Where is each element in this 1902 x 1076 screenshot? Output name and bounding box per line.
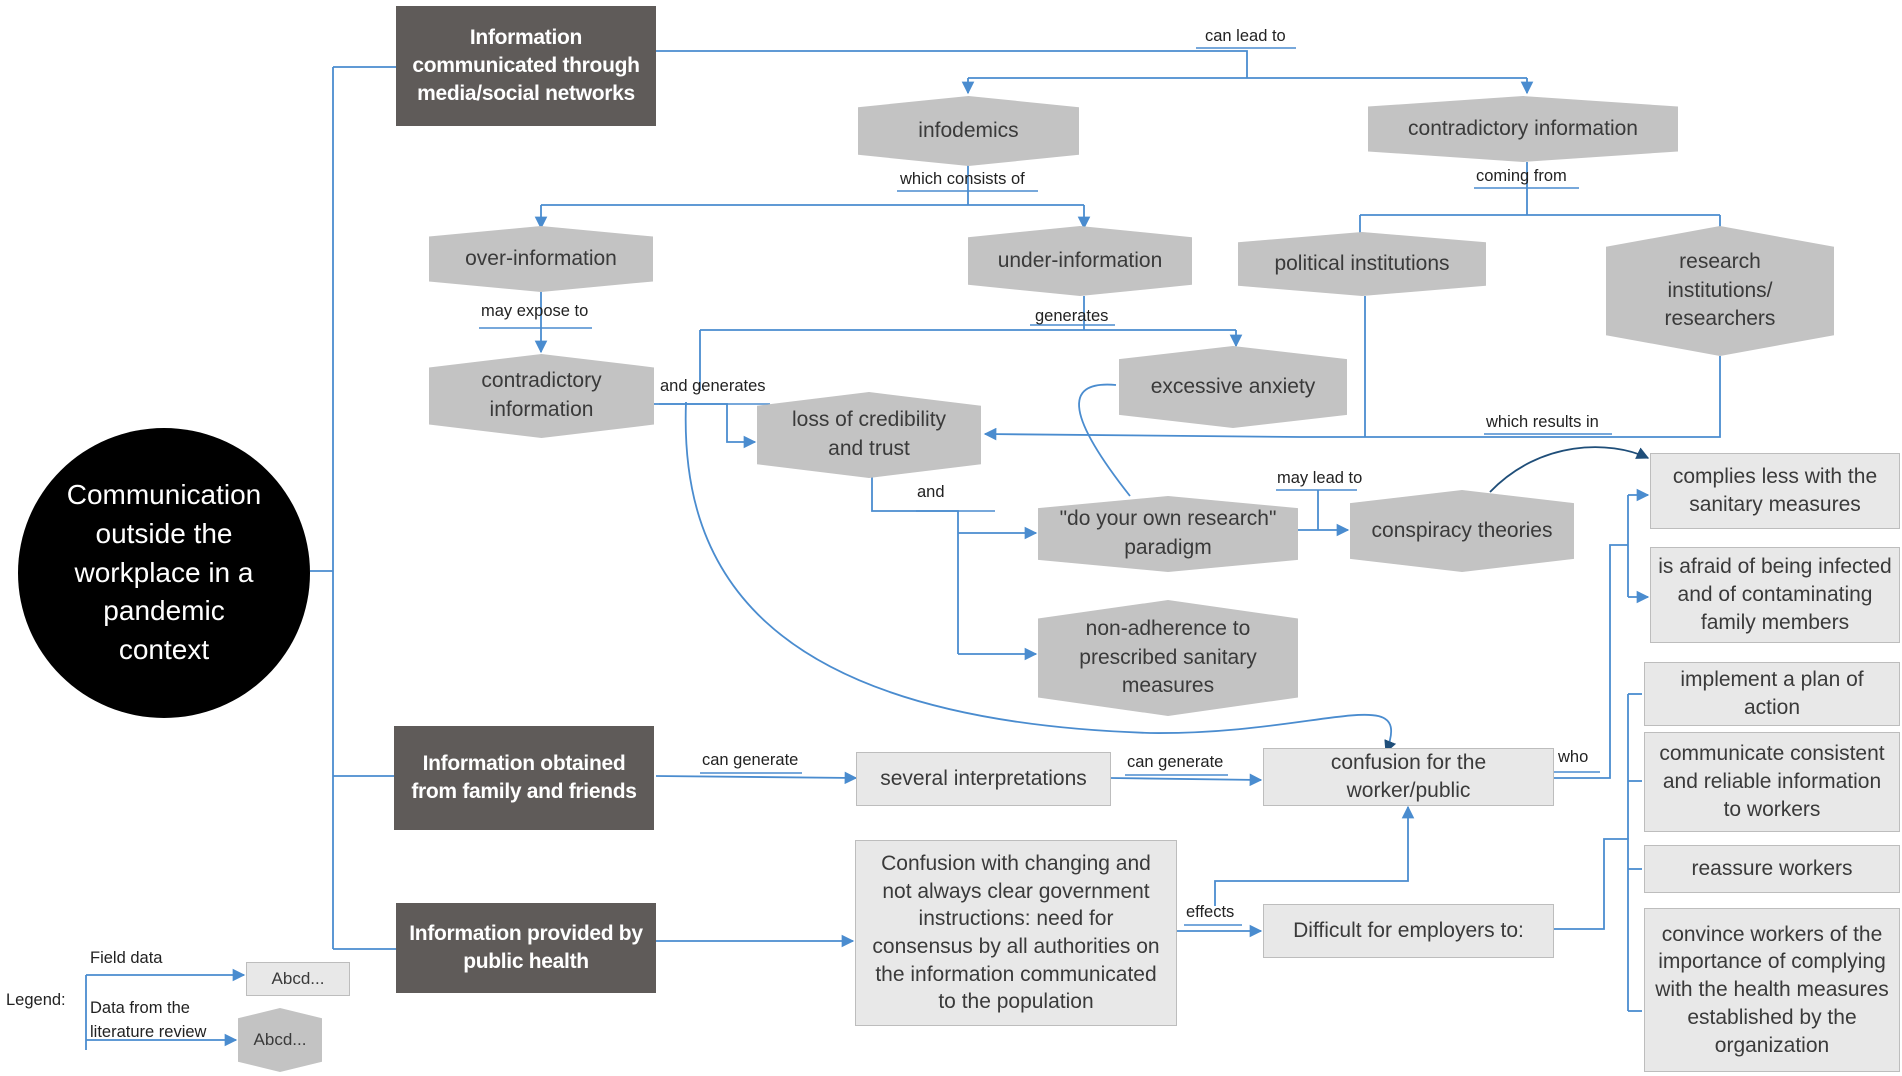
node-research-institutions: research institutions/ researchers xyxy=(1606,226,1834,356)
source-media: Information communicated through media/s… xyxy=(396,6,656,126)
node-implement-plan: implement a plan of action xyxy=(1644,662,1900,726)
source-family: Information obtained from family and fri… xyxy=(394,726,654,830)
label-which-results-in: which results in xyxy=(1486,413,1599,431)
node-infodemics: infodemics xyxy=(858,96,1079,166)
legend-field-data-label: Field data xyxy=(90,949,163,967)
legend-literature-sample: Abcd... xyxy=(238,1008,322,1072)
node-difficult-for-employers: Difficult for employers to: xyxy=(1263,904,1554,958)
node-complies-less: complies less with the sanitary measures xyxy=(1650,453,1900,529)
media-connector xyxy=(656,50,1248,78)
label-can-generate-family: can generate xyxy=(702,751,799,769)
label-and-generates: and generates xyxy=(660,377,766,395)
node-contradictory-information-mid: contradictory information xyxy=(429,354,654,438)
node-under-information: under-information xyxy=(968,226,1192,296)
label-coming-from: coming from xyxy=(1476,167,1567,185)
source-public-health: Information provided by public health xyxy=(396,903,656,993)
node-over-information: over-information xyxy=(429,226,653,292)
node-government-confusion: Confusion with changing and not always c… xyxy=(855,840,1177,1026)
legend-field-data-sample: Abcd... xyxy=(246,962,350,996)
label-and: and xyxy=(917,483,945,501)
node-political-institutions: political institutions xyxy=(1238,232,1486,296)
label-can-generate-interpretations: can generate xyxy=(1127,753,1224,771)
node-contradictory-information-top: contradictory information xyxy=(1368,96,1678,162)
label-who: who xyxy=(1558,748,1589,766)
node-do-your-own-research: "do your own research" paradigm xyxy=(1038,496,1298,572)
label-may-lead-to: may lead to xyxy=(1277,469,1363,487)
trunk-connector xyxy=(310,66,396,950)
label-generates: generates xyxy=(1035,307,1109,325)
node-loss-of-credibility: loss of credibility and trust xyxy=(757,392,981,478)
node-communicate-consistent: communicate consistent and reliable info… xyxy=(1644,732,1900,832)
label-may-expose-to: may expose to xyxy=(481,302,589,320)
label-effects: effects xyxy=(1186,903,1235,921)
node-reassure-workers: reassure workers xyxy=(1644,845,1900,893)
node-non-adherence: non-adherence to prescribed sanitary mea… xyxy=(1038,600,1298,716)
legend-literature-label: Data from the literature review xyxy=(90,999,207,1041)
label-which-consists-of: which consists of xyxy=(900,170,1025,188)
node-convince-workers: convince workers of the importance of co… xyxy=(1644,908,1900,1072)
node-conspiracy-theories: conspiracy theories xyxy=(1350,490,1574,572)
node-confusion-worker-public: confusion for the worker/public xyxy=(1263,748,1554,806)
legend-title: Legend: xyxy=(6,991,66,1009)
node-several-interpretations: several interpretations xyxy=(856,752,1111,806)
node-afraid-of-infection: is afraid of being infected and of conta… xyxy=(1650,547,1900,643)
node-excessive-anxiety: excessive anxiety xyxy=(1119,346,1347,428)
label-can-lead-to: can lead to xyxy=(1205,27,1286,45)
center-topic: Communication outside the workplace in a… xyxy=(18,428,310,718)
